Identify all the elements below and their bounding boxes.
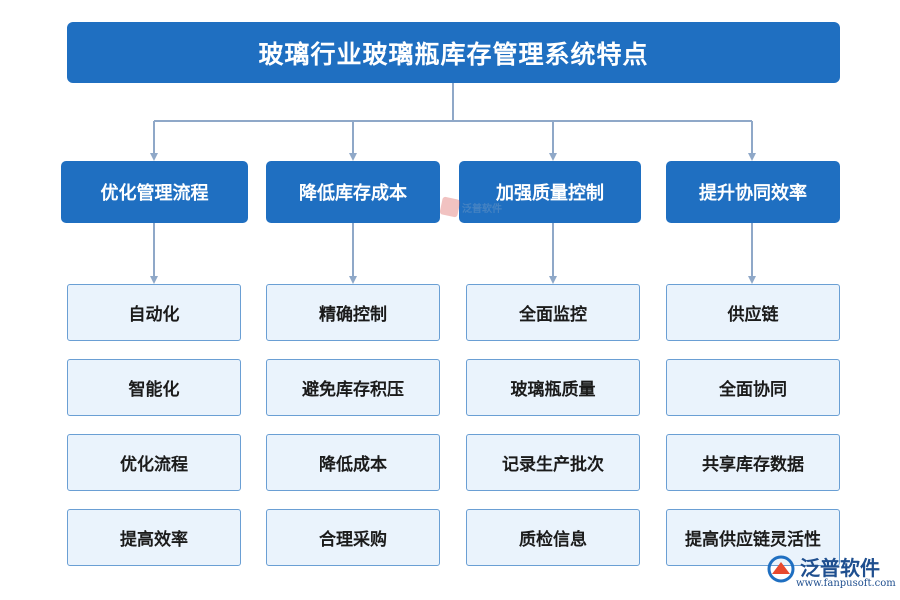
item-1-1: 自动化 — [67, 284, 241, 341]
item-2-3: 降低成本 — [266, 434, 440, 491]
brand-logo-icon — [767, 555, 795, 583]
item-2-2: 避免库存积压 — [266, 359, 440, 416]
watermark-text: 泛普软件 — [462, 203, 502, 215]
item-3-2: 玻璃瓶质量 — [466, 359, 640, 416]
item-4-4: 提高供应链灵活性 — [666, 509, 840, 566]
item-3-3: 记录生产批次 — [466, 434, 640, 491]
brand-url: www.fanpusoft.com — [796, 578, 896, 589]
item-2-1: 精确控制 — [266, 284, 440, 341]
item-2-4: 合理采购 — [266, 509, 440, 566]
item-1-3: 优化流程 — [67, 434, 241, 491]
item-3-4: 质检信息 — [466, 509, 640, 566]
item-1-2: 智能化 — [67, 359, 241, 416]
brand-logo: 泛普软件 www.fanpusoft.com — [766, 552, 896, 596]
diagram-title: 玻璃行业玻璃瓶库存管理系统特点 — [67, 22, 840, 83]
category-3: 加强质量控制 — [459, 161, 641, 223]
item-4-3: 共享库存数据 — [666, 434, 840, 491]
item-3-1: 全面监控 — [466, 284, 640, 341]
category-4: 提升协同效率 — [666, 161, 840, 223]
watermark: 泛普软件 — [439, 196, 502, 218]
category-2: 降低库存成本 — [266, 161, 440, 223]
brand-name: 泛普软件 — [800, 556, 880, 580]
item-4-2: 全面协同 — [666, 359, 840, 416]
category-1: 优化管理流程 — [61, 161, 248, 223]
watermark-logo-icon — [439, 196, 461, 218]
item-4-1: 供应链 — [666, 284, 840, 341]
item-1-4: 提高效率 — [67, 509, 241, 566]
